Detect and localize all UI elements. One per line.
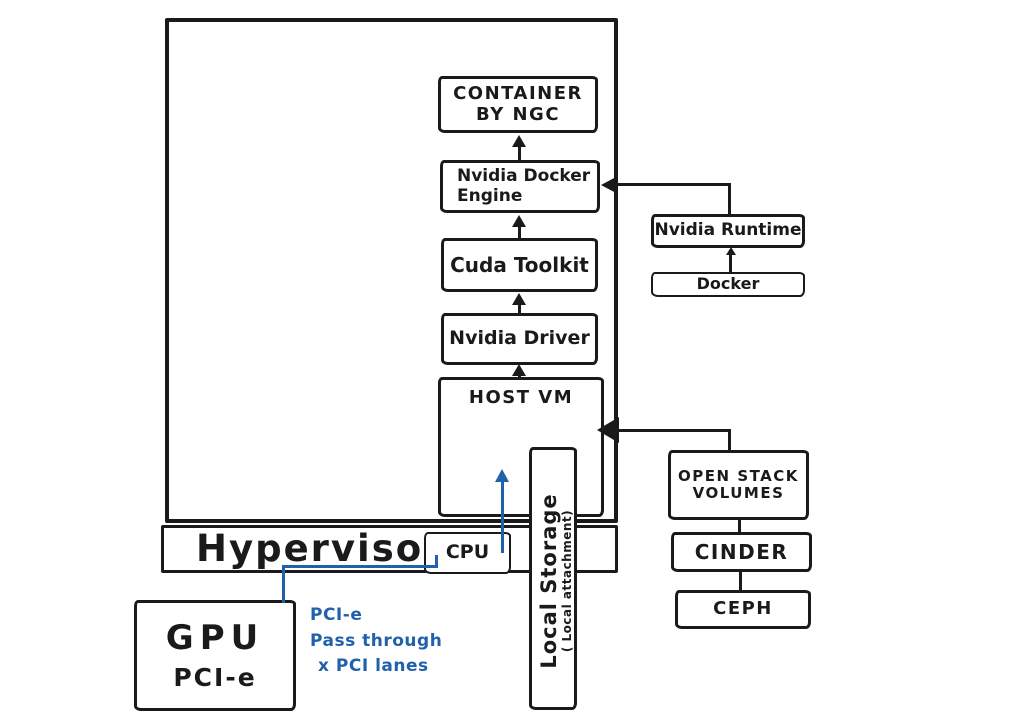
nvidia-docker-engine-label-line1: Nvidia Docker	[457, 165, 591, 186]
container-ngc-label-line2: BY NGC	[475, 103, 561, 125]
local-storage-label-line2: ( Local attachment)	[560, 509, 575, 653]
pcie-note-line3: x PCI lanes	[318, 656, 429, 676]
nvidia-docker-engine-label-line2: Engine	[457, 185, 523, 206]
ceph-box: CEPH	[675, 590, 811, 629]
arrow-engine-to-ngc-head	[512, 135, 526, 147]
local-storage-label-line1: Local Storage	[537, 493, 562, 669]
cpu-to-hostvm-arrow-head	[495, 469, 509, 482]
connector-docker-to-runtime-head	[726, 247, 736, 255]
container-ngc-box: CONTAINER BY NGC	[438, 76, 598, 133]
pcie-passthrough-line-stub	[435, 555, 438, 568]
local-storage-label-group: Local Storage ( Local attachment)	[534, 451, 578, 711]
arrow-driver-to-cuda-shaft	[518, 303, 521, 313]
cuda-toolkit-label: Cuda Toolkit	[450, 252, 589, 277]
arrow-driver-to-cuda-head	[512, 293, 526, 305]
host-vm-label: HOST VM	[468, 387, 574, 408]
cpu-to-hostvm-arrow-shaft	[501, 481, 504, 553]
nvidia-driver-label: Nvidia Driver	[449, 327, 590, 350]
nvidia-docker-engine-box: Nvidia Docker Engine	[440, 160, 600, 213]
cpu-box: CPU	[424, 532, 511, 574]
nvidia-driver-box: Nvidia Driver	[441, 313, 598, 365]
arrow-cuda-to-engine-head	[512, 215, 526, 227]
arrow-runtime-to-engine-vshaft	[728, 183, 731, 214]
docker-label: Docker	[696, 274, 760, 294]
hypervisor-label: Hypervisor	[196, 527, 444, 570]
arrow-hostvm-to-driver-head	[512, 364, 526, 376]
host-vm-box: HOST VM	[438, 377, 604, 517]
local-storage-box: Local Storage ( Local attachment)	[529, 447, 577, 710]
arrow-cuda-to-engine-shaft	[518, 226, 521, 238]
openstack-volumes-box: OPEN STACK VOLUMES	[668, 450, 809, 520]
cinder-box: CINDER	[671, 532, 812, 572]
nvidia-runtime-box: Nvidia Runtime	[651, 214, 805, 248]
pcie-passthrough-line-horizontal	[282, 565, 438, 568]
pcie-passthrough-line-vertical	[282, 565, 285, 603]
cpu-label: CPU	[445, 541, 490, 564]
gpu-label-line2: PCI-e	[173, 662, 257, 692]
arrow-runtime-to-engine-head	[601, 177, 616, 193]
arrow-engine-to-ngc-shaft	[518, 146, 521, 160]
cuda-toolkit-box: Cuda Toolkit	[441, 238, 598, 292]
connector-docker-to-runtime	[729, 254, 732, 273]
host-system-box	[165, 18, 618, 523]
pcie-note-line1: PCI-e	[310, 605, 363, 625]
container-ngc-label-line1: CONTAINER	[453, 82, 583, 104]
gpu-box: GPU PCI-e	[134, 600, 296, 711]
docker-box: Docker	[651, 272, 805, 297]
openstack-volumes-label-line1: OPEN STACK	[678, 466, 799, 485]
gpu-label-line1: GPU	[165, 617, 265, 658]
openstack-volumes-label-line2: VOLUMES	[692, 484, 785, 502]
arrow-openstack-to-hostvm-vshaft	[728, 429, 731, 451]
connector-cinder-to-ceph	[739, 571, 742, 592]
connector-openstack-to-cinder	[738, 518, 741, 534]
arrow-runtime-to-engine-hshaft	[614, 183, 731, 186]
pcie-note-line2: Pass through	[310, 630, 443, 651]
arrow-openstack-to-hostvm-hshaft	[618, 429, 731, 432]
pcie-passthrough-note: PCI-e Pass through x PCI lanes	[310, 603, 442, 680]
cinder-label: CINDER	[694, 539, 789, 564]
ceph-label: CEPH	[713, 598, 773, 620]
nvidia-runtime-label: Nvidia Runtime	[654, 220, 802, 241]
arrow-openstack-to-hostvm-head	[597, 417, 619, 443]
